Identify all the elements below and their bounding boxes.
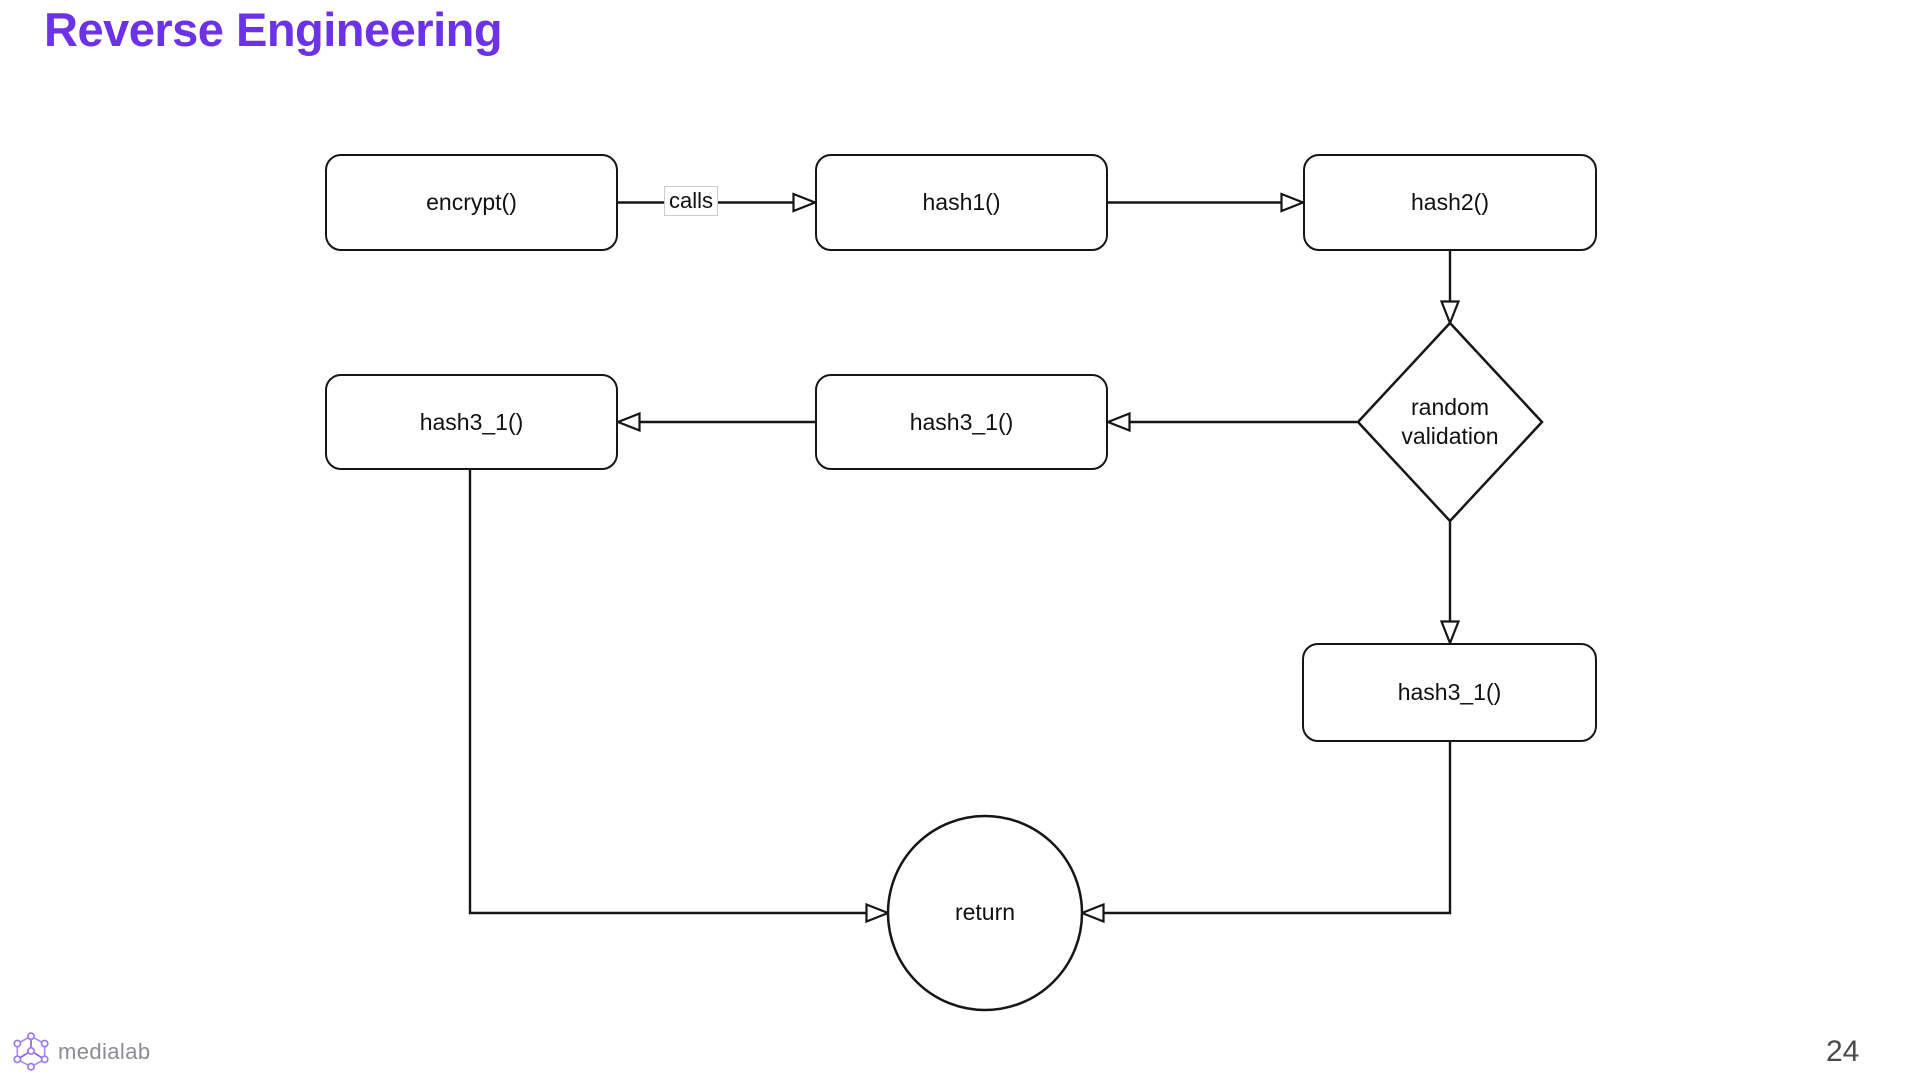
node-hash1-label: hash1() bbox=[922, 189, 1001, 215]
node-hash3-1-bottom-label: hash3_1() bbox=[1397, 679, 1502, 705]
node-hash2-label: hash2() bbox=[1411, 189, 1489, 215]
node-encrypt: encrypt() bbox=[325, 154, 618, 251]
node-hash1: hash1() bbox=[815, 154, 1108, 251]
node-hash3-1-mid-label: hash3_1() bbox=[909, 408, 1014, 435]
brand-logo: medialab bbox=[12, 1031, 150, 1073]
edge-hash3-left-to-return bbox=[468, 470, 888, 913]
node-hash3-1-left: hash3_1() bbox=[325, 374, 618, 470]
terminal-return-shape bbox=[886, 814, 1084, 1012]
medialab-cube-icon bbox=[13, 1032, 49, 1071]
node-hash3-1-left-label: hash3_1() bbox=[419, 408, 524, 435]
edge-hash3-bottom-to-return bbox=[1082, 742, 1452, 913]
page-number: 24 bbox=[1826, 1035, 1860, 1068]
node-hash3-1-mid: hash3_1() bbox=[815, 374, 1108, 470]
decision-random-validation-shape bbox=[1356, 321, 1544, 523]
node-hash2: hash2() bbox=[1303, 154, 1597, 251]
edge-label-calls: calls bbox=[664, 186, 719, 216]
brand-name: medialab bbox=[58, 1039, 151, 1064]
page-title: Reverse Engineering bbox=[44, 3, 503, 56]
node-encrypt-label: encrypt() bbox=[426, 189, 517, 215]
node-hash3-1-bottom: hash3_1() bbox=[1302, 643, 1597, 742]
